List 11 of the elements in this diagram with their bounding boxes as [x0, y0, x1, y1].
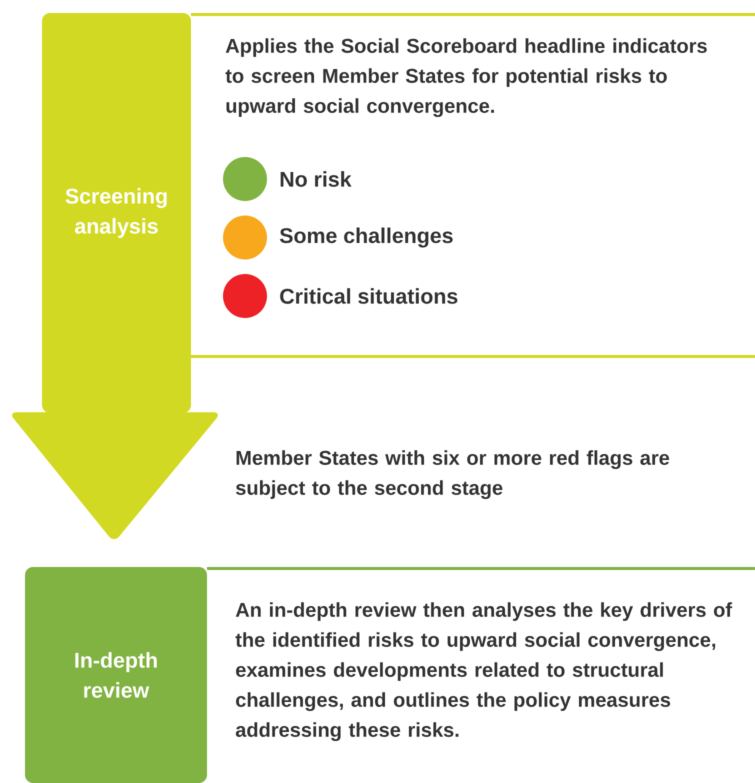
- node-label: An in-depth review then analyses the key drivers of the identified risks to upward social convergence, examines developments related to structural challenges, and outlines the policy measures addressing these risks.: [236, 602, 732, 742]
- legend-label: Some challenges: [280, 228, 453, 248]
- stage-column: Screening analysis: [42, 13, 191, 413]
- arrow-head: [12, 412, 218, 540]
- node-label: Screening analysis: [66, 188, 167, 238]
- description-panel: An in-depth review then analyses the key drivers of the identified risks to upward social convergence, examines developments related to structural challenges, and outlines the policy measures addressing these risks.: [207, 567, 755, 741]
- legend-label: Critical situations: [280, 288, 458, 304]
- legend-label: No risk: [280, 171, 352, 187]
- note-text: Member States with six or more red flags are subject to the second stage: [236, 450, 670, 499]
- node-label: Applies the Social Scoreboard headline indicators to screen Member States for potential risks to upward social convergence.: [226, 38, 707, 118]
- stage-box: In-depth review: [25, 567, 207, 783]
